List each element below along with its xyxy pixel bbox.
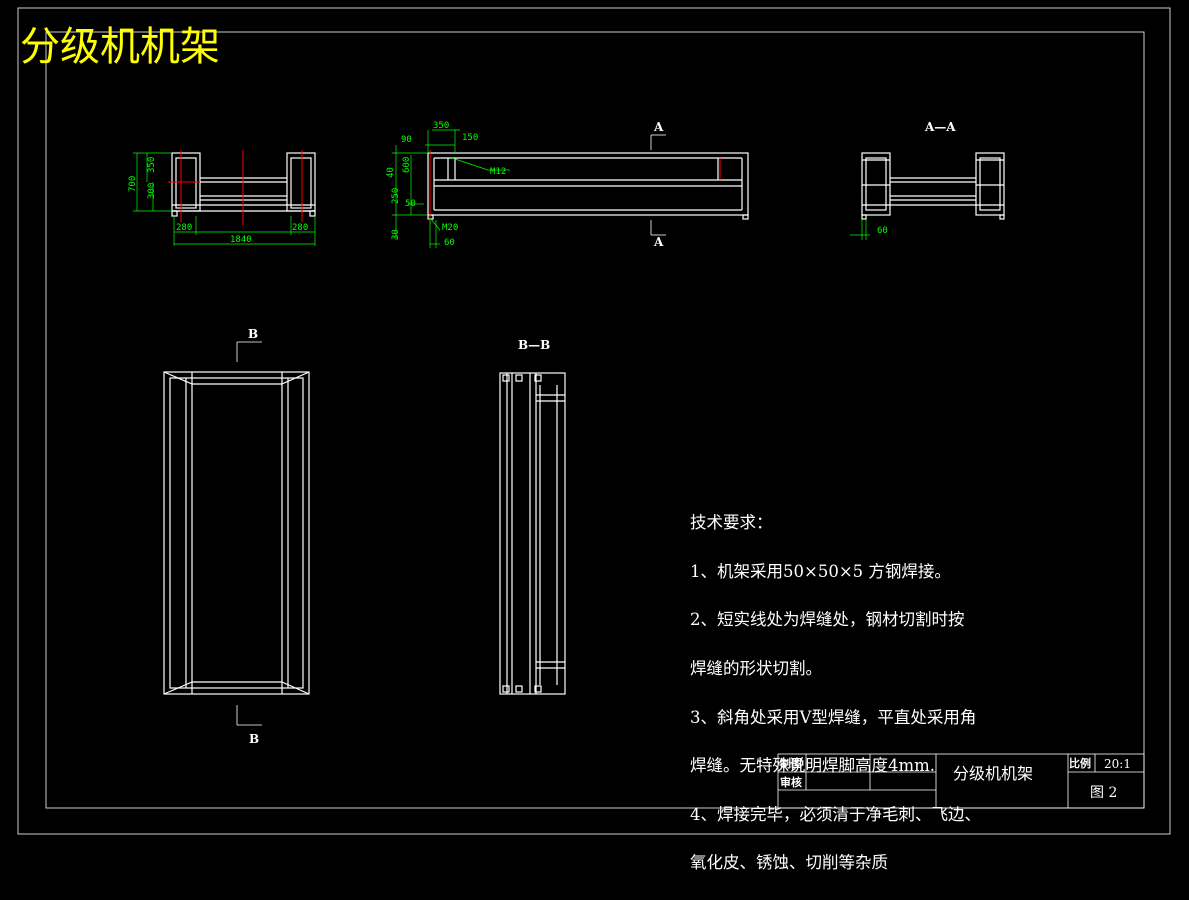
svg-text:B: B [249, 732, 259, 746]
requirement-line: 焊缝。无特殊说明焊脚高度4mm. [690, 756, 936, 776]
svg-text:250: 250 [391, 188, 401, 204]
svg-text:图 2: 图 2 [1090, 785, 1117, 801]
svg-text:350: 350 [147, 157, 157, 173]
svg-text:60: 60 [877, 226, 888, 236]
svg-text:50: 50 [405, 199, 416, 209]
svg-text:B: B [248, 327, 258, 341]
svg-text:A—A: A—A [924, 120, 956, 134]
requirement-line: 氧化皮、锈蚀、切削等杂质 [690, 853, 888, 873]
front-view: 700 350 300 280 1840 280 [128, 150, 316, 246]
svg-text:90: 90 [401, 135, 412, 145]
requirement-line: 焊缝的形状切割。 [690, 659, 822, 679]
svg-text:700: 700 [128, 176, 138, 192]
svg-text:分级机机架: 分级机机架 [953, 764, 1033, 783]
title-block: 制图 审核 分级机机架 比例 20:1 图 2 [777, 753, 1145, 809]
svg-text:比例: 比例 [1069, 756, 1091, 770]
svg-text:60: 60 [444, 238, 455, 248]
engineering-drawing: 分级机机架 700 350 300 280 1840 28 [17, 7, 1171, 835]
technical-requirements: 技术要求： 1、机架采用50×50×5 方钢焊接。 2、短实线处为焊缝处，钢材切… [690, 487, 981, 900]
svg-text:280: 280 [292, 223, 308, 233]
drawing-title: 分级机机架 [20, 24, 220, 70]
svg-text:1840: 1840 [230, 235, 252, 245]
svg-text:A: A [653, 235, 664, 249]
svg-text:150: 150 [462, 133, 478, 143]
svg-text:30: 30 [391, 229, 401, 240]
svg-text:审核: 审核 [780, 775, 802, 789]
outer-border [17, 7, 1171, 835]
inner-border [45, 31, 1145, 809]
requirement-line: 2、短实线处为焊缝处，钢材切割时按 [690, 610, 965, 630]
side-view: 350 90 150 40 600 M12 250 50 30 M20 60 A… [386, 120, 749, 249]
svg-text:20:1: 20:1 [1104, 757, 1131, 771]
requirement-line: 1、机架采用50×50×5 方钢焊接。 [690, 561, 951, 581]
svg-text:B—B: B—B [518, 338, 550, 352]
svg-text:350: 350 [433, 121, 449, 131]
svg-text:M20: M20 [442, 223, 458, 233]
svg-text:300: 300 [147, 183, 157, 199]
requirement-line: 3、斜角处采用V型焊缝，平直处采用角 [690, 707, 977, 727]
svg-text:制图: 制图 [780, 756, 802, 770]
section-b-b: B—B [499, 338, 566, 695]
section-a-a: A—A 60 [850, 120, 1005, 240]
top-view: B B [163, 327, 310, 746]
requirement-line: 4、焊接完毕，必须清于净毛刺、飞边、 [690, 804, 981, 824]
svg-text:A: A [653, 120, 664, 134]
svg-text:M12: M12 [490, 167, 506, 177]
svg-text:280: 280 [176, 223, 192, 233]
requirements-heading: 技术要求： [690, 513, 773, 533]
svg-text:600: 600 [402, 157, 412, 173]
svg-text:40: 40 [386, 167, 396, 178]
